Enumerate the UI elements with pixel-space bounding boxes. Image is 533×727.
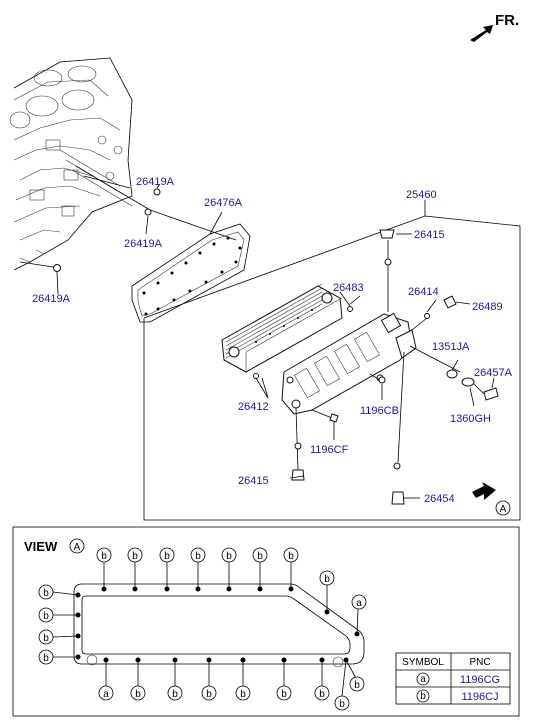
oil-cooler-housing <box>281 312 417 415</box>
svg-text:b: b <box>354 680 360 691</box>
callout-26415-bottom[interactable]: 26415 <box>238 475 269 487</box>
svg-text:b: b <box>43 588 49 599</box>
callout-26476a[interactable]: 26476A <box>204 197 243 209</box>
svg-text:b: b <box>319 689 325 700</box>
callout-26483[interactable]: 26483 <box>333 282 364 294</box>
callouts[interactable]: 26419A 26476A 26419A 25460 26419A 26415 … <box>32 176 513 505</box>
svg-text:b: b <box>132 551 138 562</box>
callout-26412[interactable]: 26412 <box>238 401 269 413</box>
bubble-a-bottom-1: a <box>98 685 114 701</box>
view-title-marker: A <box>74 542 81 553</box>
bubble-b-top-4: b <box>190 547 206 563</box>
svg-text:b: b <box>206 689 212 700</box>
svg-text:b: b <box>164 551 170 562</box>
small-parts <box>261 229 499 505</box>
bubble-b-top-6: b <box>252 547 268 563</box>
bubble-b-top-5: b <box>221 547 237 563</box>
bubble-b-bottom-7: b <box>334 695 350 711</box>
bubble-b-right-1: b <box>319 570 335 586</box>
view-bubbles: b b b b b b b b a b b b b a b b b b b b … <box>38 547 367 711</box>
callout-26419a-middle[interactable]: 26419A <box>124 238 163 250</box>
bubble-b-left-2: b <box>38 607 54 623</box>
svg-text:b: b <box>288 551 294 562</box>
bubble-b-left-4: b <box>38 649 54 665</box>
detail-gasket-inner <box>81 595 351 655</box>
svg-text:b: b <box>339 699 345 710</box>
bubble-b-bottom-5: b <box>276 685 292 701</box>
view-a-detail: VIEW A <box>12 526 520 717</box>
view-a-indicator: A <box>472 482 511 516</box>
legend-row-b-symbol: b <box>420 691 426 702</box>
callout-1196cf[interactable]: 1196CF <box>310 444 349 456</box>
symbol-legend-table: SYMBOL PNC a 1196CG b 1196CJ <box>395 652 511 705</box>
svg-text:a: a <box>103 689 109 700</box>
bubble-b-bottom-2: b <box>167 685 183 701</box>
svg-text:b: b <box>101 551 107 562</box>
oil-cooler-core <box>221 283 353 399</box>
legend-header-pnc: PNC <box>469 657 490 668</box>
bubble-b-bottom-6: b <box>314 685 330 701</box>
bubble-a-right: a <box>351 594 367 610</box>
front-direction-indicator: FR. <box>470 12 519 42</box>
svg-text:b: b <box>43 611 49 622</box>
legend-row-b-pnc[interactable]: 1196CJ <box>461 691 498 703</box>
view-bubble-leaders <box>52 562 359 697</box>
front-label: FR. <box>495 12 519 29</box>
svg-text:b: b <box>43 653 49 664</box>
legend-header-symbol: SYMBOL <box>402 657 444 668</box>
callout-25460[interactable]: 25460 <box>406 189 437 201</box>
bubble-b-bottom-8: b <box>349 676 365 692</box>
svg-text:b: b <box>195 551 201 562</box>
legend-row-a-pnc[interactable]: 1196CG <box>460 674 500 686</box>
callout-26489[interactable]: 26489 <box>472 301 503 313</box>
bubble-b-bottom-4: b <box>235 685 251 701</box>
bubble-b-top-1: b <box>96 547 112 563</box>
svg-text:b: b <box>43 633 49 644</box>
bubble-b-top-7: b <box>283 547 299 563</box>
svg-text:b: b <box>135 689 141 700</box>
bubble-b-top-2: b <box>127 547 143 563</box>
bubble-b-top-3: b <box>159 547 175 563</box>
bubble-b-left-3: b <box>38 629 54 645</box>
callout-1196cb[interactable]: 1196CB <box>360 405 399 417</box>
view-title: VIEW <box>24 539 58 554</box>
callout-1360gh[interactable]: 1360GH <box>450 413 491 425</box>
engine-leader-lines <box>19 165 237 295</box>
callout-26414[interactable]: 26414 <box>408 286 439 298</box>
svg-text:b: b <box>226 551 232 562</box>
bubble-b-left-1: b <box>38 584 54 600</box>
svg-text:b: b <box>324 574 330 585</box>
view-bolt-holes <box>75 586 360 663</box>
callout-26415-top[interactable]: 26415 <box>414 229 445 241</box>
bubble-b-bottom-3: b <box>201 685 217 701</box>
callout-1351ja[interactable]: 1351JA <box>432 341 470 353</box>
svg-text:b: b <box>172 689 178 700</box>
legend-row-a-symbol: a <box>420 674 426 685</box>
bubble-b-bottom-1: b <box>130 685 146 701</box>
svg-text:b: b <box>240 689 246 700</box>
view-marker-label: A <box>500 504 507 515</box>
svg-text:b: b <box>257 551 263 562</box>
callout-26454[interactable]: 26454 <box>424 493 455 505</box>
detail-gasket-outer <box>73 583 365 665</box>
svg-text:a: a <box>356 598 362 609</box>
oil-cooler-assembly-frame <box>143 200 521 521</box>
engine-block-illustration <box>9 57 133 271</box>
callout-26457a[interactable]: 26457A <box>474 367 513 379</box>
svg-text:b: b <box>281 689 287 700</box>
callout-26419a-lower[interactable]: 26419A <box>32 293 71 305</box>
front-arrow-icon <box>470 25 493 42</box>
oil-cooler-gasket <box>131 211 251 323</box>
callout-26419a-upper[interactable]: 26419A <box>136 176 175 188</box>
view-arrow-icon <box>472 482 496 500</box>
